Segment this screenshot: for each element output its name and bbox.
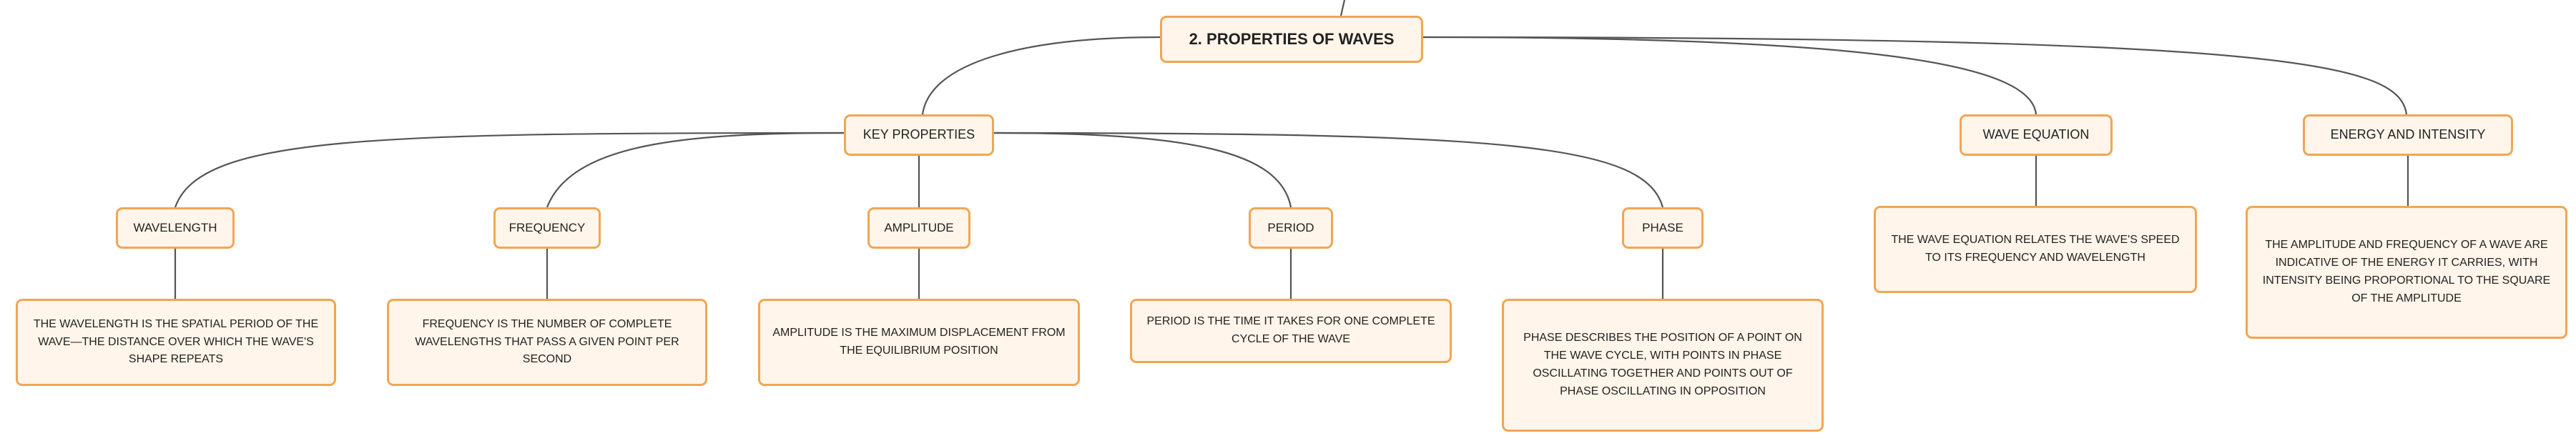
energy-intensity-label: ENERGY AND INTENSITY xyxy=(2330,127,2486,142)
key-properties-node[interactable]: KEY PROPERTIES xyxy=(844,114,994,156)
wave-equation-label: WAVE EQUATION xyxy=(1982,127,2090,142)
period-description-text: PERIOD IS THE TIME IT TAKES FOR ONE COMP… xyxy=(1146,315,1435,345)
wavelength-label: WAVELENGTH xyxy=(133,220,217,234)
period-description[interactable]: PERIOD IS THE TIME IT TAKES FOR ONE COMP… xyxy=(1130,299,1452,363)
connector-root-to-energy-intensity xyxy=(1422,36,2408,115)
phase-label: PHASE xyxy=(1642,220,1683,234)
wavelength-node[interactable]: WAVELENGTH xyxy=(116,207,235,249)
frequency-node[interactable]: FREQUENCY xyxy=(493,207,601,249)
wave-equation-node[interactable]: WAVE EQUATION xyxy=(1960,114,2113,156)
energy-intensity-description-text: THE AMPLITUDE AND FREQUENCY OF A WAVE AR… xyxy=(2262,239,2551,304)
phase-description-text: PHASE DESCRIBES THE POSITION OF A POINT … xyxy=(1523,332,1802,397)
frequency-description[interactable]: FREQUENCY IS THE NUMBER OF COMPLETE WAVE… xyxy=(387,299,707,386)
root-node[interactable]: 2. PROPERTIES OF WAVES xyxy=(1160,16,1423,63)
energy-intensity-description[interactable]: THE AMPLITUDE AND FREQUENCY OF A WAVE AR… xyxy=(2246,206,2567,339)
root-label: 2. PROPERTIES OF WAVES xyxy=(1189,29,1395,48)
amplitude-node[interactable]: AMPLITUDE xyxy=(867,207,970,249)
connector-root-to-key-properties xyxy=(921,36,1161,115)
connector-key-properties-to-wavelength xyxy=(174,132,845,208)
connector-parent-to-root xyxy=(1339,0,1346,16)
wave-equation-description-text: THE WAVE EQUATION RELATES THE WAVE'S SPE… xyxy=(1891,234,2180,264)
amplitude-description-text: AMPLITUDE IS THE MAXIMUM DISPLACEMENT FR… xyxy=(772,327,1066,357)
phase-node[interactable]: PHASE xyxy=(1622,207,1704,249)
amplitude-label: AMPLITUDE xyxy=(884,220,954,234)
frequency-label: FREQUENCY xyxy=(508,220,586,234)
connector-key-properties-to-phase xyxy=(993,132,1664,208)
connector-root-to-wave-equation xyxy=(1422,36,2037,115)
key-properties-label: KEY PROPERTIES xyxy=(862,127,975,142)
wavelength-description-text: THE WAVELENGTH IS THE SPATIAL PERIOD OF … xyxy=(33,317,319,366)
period-label: PERIOD xyxy=(1267,220,1314,234)
frequency-description-text: FREQUENCY IS THE NUMBER OF COMPLETE WAVE… xyxy=(415,317,679,366)
amplitude-description[interactable]: AMPLITUDE IS THE MAXIMUM DISPLACEMENT FR… xyxy=(758,299,1080,386)
energy-intensity-node[interactable]: ENERGY AND INTENSITY xyxy=(2303,114,2513,156)
connector-key-properties-to-period xyxy=(993,132,1292,208)
wave-equation-description[interactable]: THE WAVE EQUATION RELATES THE WAVE'S SPE… xyxy=(1874,206,2197,293)
phase-description[interactable]: PHASE DESCRIBES THE POSITION OF A POINT … xyxy=(1502,299,1824,432)
connector-key-properties-to-frequency xyxy=(546,132,845,208)
period-node[interactable]: PERIOD xyxy=(1249,207,1333,249)
wavelength-description[interactable]: THE WAVELENGTH IS THE SPATIAL PERIOD OF … xyxy=(16,299,336,386)
